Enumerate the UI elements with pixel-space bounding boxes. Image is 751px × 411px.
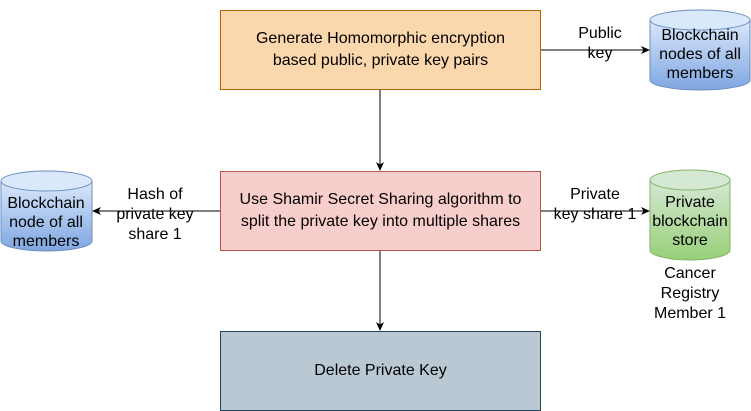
blockchain-node-left-cylinder bbox=[0, 170, 93, 252]
private-store-cylinder bbox=[649, 169, 731, 261]
blockchain-nodes-top-cylinder bbox=[649, 9, 751, 91]
shamir-split-box: Use Shamir Secret Sharing algorithm to s… bbox=[220, 171, 541, 251]
blockchain-nodes-top-label: Blockchain nodes of all members bbox=[659, 27, 741, 82]
shamir-split-label: Use Shamir Secret Sharing algorithm to s… bbox=[239, 191, 522, 230]
delete-key-box: Delete Private Key bbox=[220, 331, 541, 411]
generate-keys-label: Generate Homomorphic encryption based pu… bbox=[255, 30, 505, 69]
private-share-edge-label: Private key share 1 bbox=[553, 186, 637, 223]
blockchain-node-left-label: Blockchain node of all members bbox=[7, 195, 85, 250]
public-key-edge-label: Public key bbox=[578, 25, 622, 62]
generate-keys-box: Generate Homomorphic encryption based pu… bbox=[220, 10, 541, 90]
cancer-registry-label: Cancer Registry Member 1 bbox=[653, 265, 727, 322]
hash-share-edge-label: Hash of private key share 1 bbox=[116, 186, 194, 243]
delete-key-label: Delete Private Key bbox=[314, 362, 447, 379]
private-store-label: Private blockchain store bbox=[652, 194, 728, 249]
